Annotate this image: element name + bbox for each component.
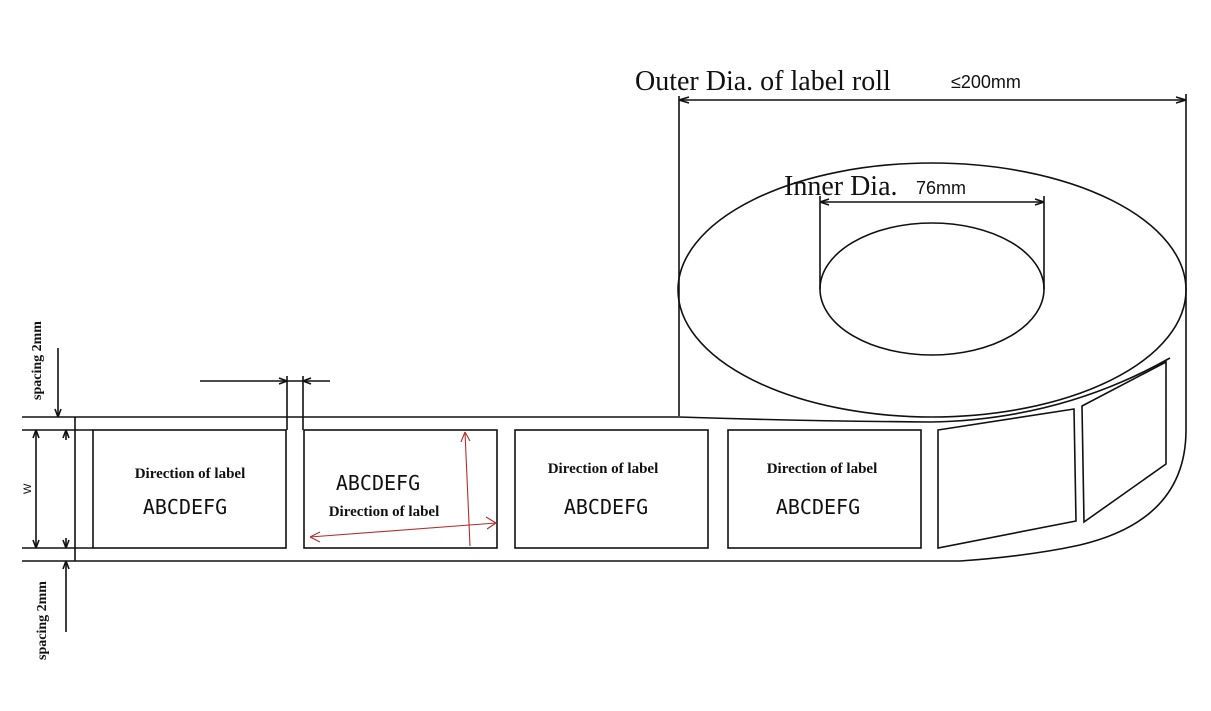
outer-dia-value: ≤200mm	[951, 72, 1021, 92]
label-2-code: ABCDEFG	[336, 471, 420, 495]
label-box-2	[303, 429, 498, 549]
direction-arrows	[309, 431, 497, 547]
tape-top-continuation	[678, 357, 1171, 423]
roll-outer-top	[677, 162, 1187, 418]
inner-dia-label: Inner Dia.	[784, 171, 898, 202]
label-box-1	[92, 429, 287, 549]
inner-dia-value: 76mm	[916, 178, 966, 198]
label-box-6	[1081, 360, 1167, 524]
label-4-direction: Direction of label	[767, 461, 878, 477]
width-label: W	[22, 483, 34, 494]
label-box-4	[727, 429, 922, 549]
roll-right-edge	[959, 290, 1187, 562]
outer-dia-label: Outer Dia. of label roll	[635, 66, 891, 97]
label-box-5	[937, 408, 1077, 549]
label-1-code: ABCDEFG	[143, 495, 227, 519]
spacing-top-label: spacing 2mm	[30, 321, 45, 400]
label-3-code: ABCDEFG	[564, 495, 648, 519]
label-2-direction: Direction of label	[329, 504, 440, 520]
spacing-bottom-label: spacing 2mm	[35, 581, 50, 660]
label-3-direction: Direction of label	[548, 461, 659, 477]
roll-core	[819, 222, 1045, 356]
label-4-code: ABCDEFG	[776, 495, 860, 519]
label-1-direction: Direction of label	[135, 466, 246, 482]
label-box-3	[514, 429, 709, 549]
